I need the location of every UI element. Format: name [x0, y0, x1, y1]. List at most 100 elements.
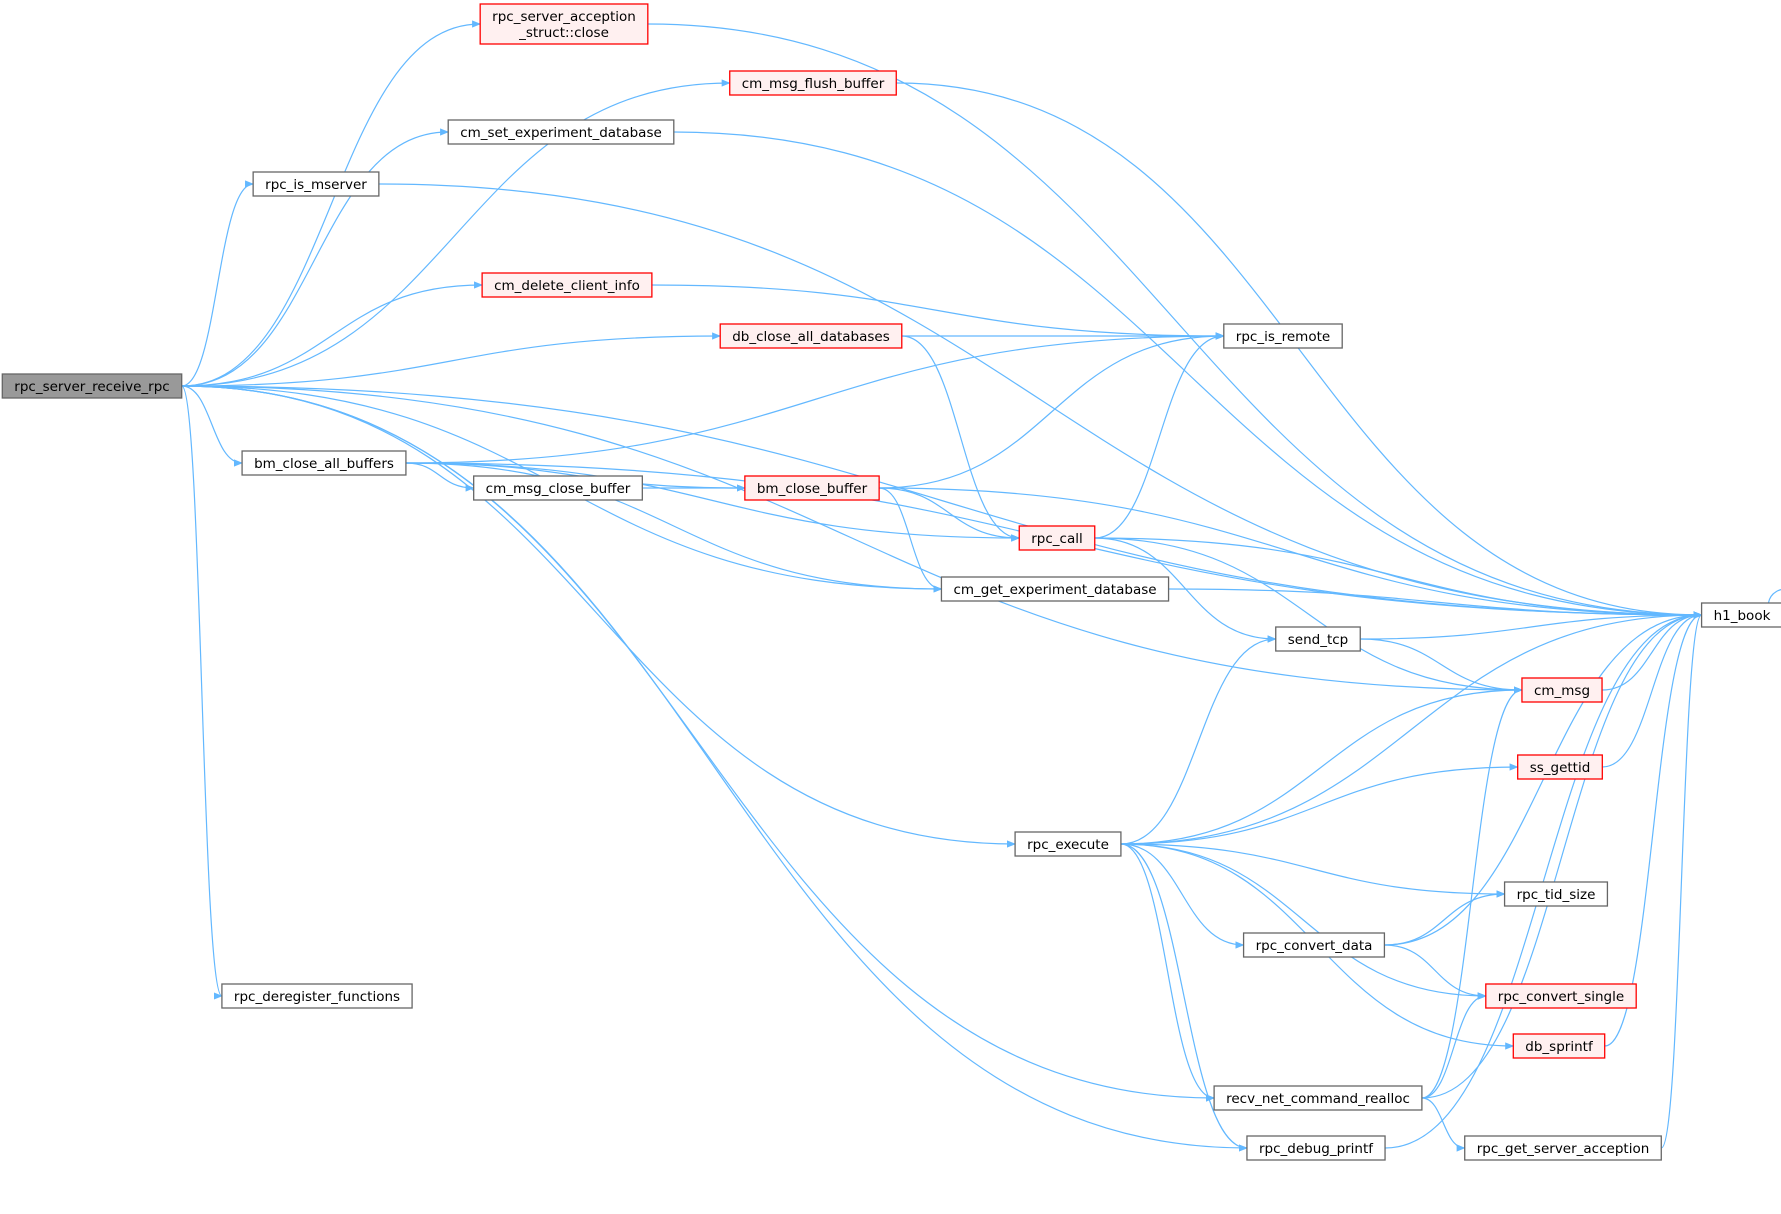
node-box	[1223, 323, 1343, 349]
node-label: rpc_is_remote	[1236, 329, 1330, 345]
node-box	[1014, 831, 1122, 857]
edge	[1094, 537, 1703, 619]
edge	[181, 385, 1248, 1152]
node-label: rpc_server_acception	[492, 9, 636, 25]
edge	[1120, 843, 1245, 949]
edge	[879, 487, 943, 593]
node-rpc-debug-printf[interactable]: rpc_debug_printf	[1246, 1135, 1386, 1161]
edge	[181, 332, 722, 387]
node-rpc-is-mserver[interactable]: rpc_is_mserver	[252, 171, 380, 197]
edge	[1421, 1097, 1466, 1152]
node-send-tcp[interactable]: send_tcp	[1275, 626, 1361, 652]
node-rpc-tid-size[interactable]: rpc_tid_size	[1503, 881, 1609, 907]
node-label: cm_msg_flush_buffer	[742, 76, 885, 92]
node-rpc-execute[interactable]: rpc_execute	[1014, 831, 1122, 857]
node-bm-close-all-buffers[interactable]: bm_close_all_buffers	[241, 450, 407, 476]
edge	[1604, 611, 1703, 1047]
edge	[1120, 763, 1519, 845]
node-box	[940, 576, 1170, 602]
node-rpc-server-receive-rpc[interactable]: rpc_server_receive_rpc	[1, 373, 183, 399]
node-box	[1700, 602, 1781, 628]
node-cm-get-experiment-database[interactable]: cm_get_experiment_database	[940, 576, 1170, 602]
node-label: recv_net_command_realloc	[1226, 1091, 1410, 1107]
edge	[181, 385, 223, 1000]
node-rpc-is-remote[interactable]: rpc_is_remote	[1223, 323, 1343, 349]
edge	[378, 183, 1703, 619]
edge	[1767, 589, 1781, 604]
node-rpc-convert-single[interactable]: rpc_convert_single	[1485, 983, 1637, 1009]
edge	[1094, 332, 1225, 539]
node-bm-close-buffer[interactable]: bm_close_buffer	[744, 475, 880, 501]
node-box	[1512, 1033, 1606, 1059]
edges	[181, 20, 1781, 1152]
edge	[181, 79, 731, 387]
edge	[1384, 944, 1487, 1000]
edge	[673, 131, 1703, 619]
node-box	[481, 272, 653, 298]
edge	[651, 284, 1225, 340]
edge	[181, 20, 482, 387]
node-label: rpc_get_server_acception	[1477, 1141, 1650, 1157]
node-box	[473, 475, 643, 501]
node-label: send_tcp	[1288, 632, 1349, 648]
edge	[1360, 611, 1703, 640]
node-label: rpc_tid_size	[1517, 887, 1596, 903]
node-cm-msg[interactable]: cm_msg	[1521, 677, 1603, 703]
node-label: cm_msg_close_buffer	[486, 481, 631, 497]
node-box	[1503, 881, 1609, 907]
edge	[181, 180, 255, 387]
edge	[181, 385, 1016, 848]
node-db-sprintf[interactable]: db_sprintf	[1512, 1033, 1606, 1059]
edge	[1120, 843, 1506, 898]
node-rpc-deregister-functions[interactable]: rpc_deregister_functions	[221, 983, 413, 1009]
edge	[1120, 843, 1216, 1102]
edge	[879, 332, 1225, 489]
node-box	[1018, 525, 1096, 551]
node-label: h1_book	[1714, 608, 1771, 624]
edge	[647, 23, 1703, 619]
node-box	[1464, 1135, 1662, 1161]
node-box	[1517, 754, 1603, 780]
edge	[1168, 588, 1703, 619]
node-box	[1, 373, 183, 399]
edge	[181, 128, 450, 387]
node-rpc-server-acception-struct-close[interactable]: rpc_server_acception_struct::close	[479, 3, 649, 45]
node-rpc-call[interactable]: rpc_call	[1018, 525, 1096, 551]
edge	[901, 335, 1021, 542]
edge	[1421, 992, 1487, 1099]
edge	[879, 487, 1021, 542]
node-cm-msg-flush-buffer[interactable]: cm_msg_flush_buffer	[729, 70, 897, 96]
edge	[405, 462, 943, 593]
node-rpc-get-server-acception[interactable]: rpc_get_server_acception	[1464, 1135, 1662, 1161]
node-cm-msg-close-buffer[interactable]: cm_msg_close_buffer	[473, 475, 643, 501]
edge	[1120, 843, 1487, 1000]
node-cm-delete-client-info[interactable]: cm_delete_client_info	[481, 272, 653, 298]
node-cm-set-experiment-database[interactable]: cm_set_experiment_database	[447, 119, 675, 145]
edge	[1660, 611, 1703, 1149]
nodes: rpc_server_receive_rpc rpc_server_accepti…	[1, 3, 1781, 1161]
node-rpc-convert-data[interactable]: rpc_convert_data	[1242, 932, 1386, 958]
edge	[896, 82, 1703, 619]
edge	[405, 462, 475, 492]
node-box	[1242, 932, 1386, 958]
node-recv-net-command-realloc[interactable]: recv_net_command_realloc	[1213, 1085, 1423, 1111]
node-db-close-all-databases[interactable]: db_close_all_databases	[719, 323, 903, 349]
node-label: rpc_deregister_functions	[234, 989, 400, 1005]
node-ss-gettid[interactable]: ss_gettid	[1517, 754, 1603, 780]
node-box	[744, 475, 880, 501]
node-label: cm_delete_client_info	[494, 278, 640, 294]
node-label: rpc_is_mserver	[265, 177, 367, 193]
edge	[1602, 611, 1703, 691]
node-box	[719, 323, 903, 349]
edge	[405, 332, 1225, 464]
edge	[1602, 611, 1703, 768]
edge	[1384, 890, 1506, 946]
edge	[1421, 611, 1703, 1099]
edge	[1360, 638, 1523, 694]
node-h1-book[interactable]: h1_book	[1700, 602, 1781, 628]
node-label: rpc_convert_data	[1256, 938, 1373, 954]
node-box	[241, 450, 407, 476]
node-box	[1521, 677, 1603, 703]
edge	[181, 385, 243, 467]
edge	[879, 487, 1703, 619]
